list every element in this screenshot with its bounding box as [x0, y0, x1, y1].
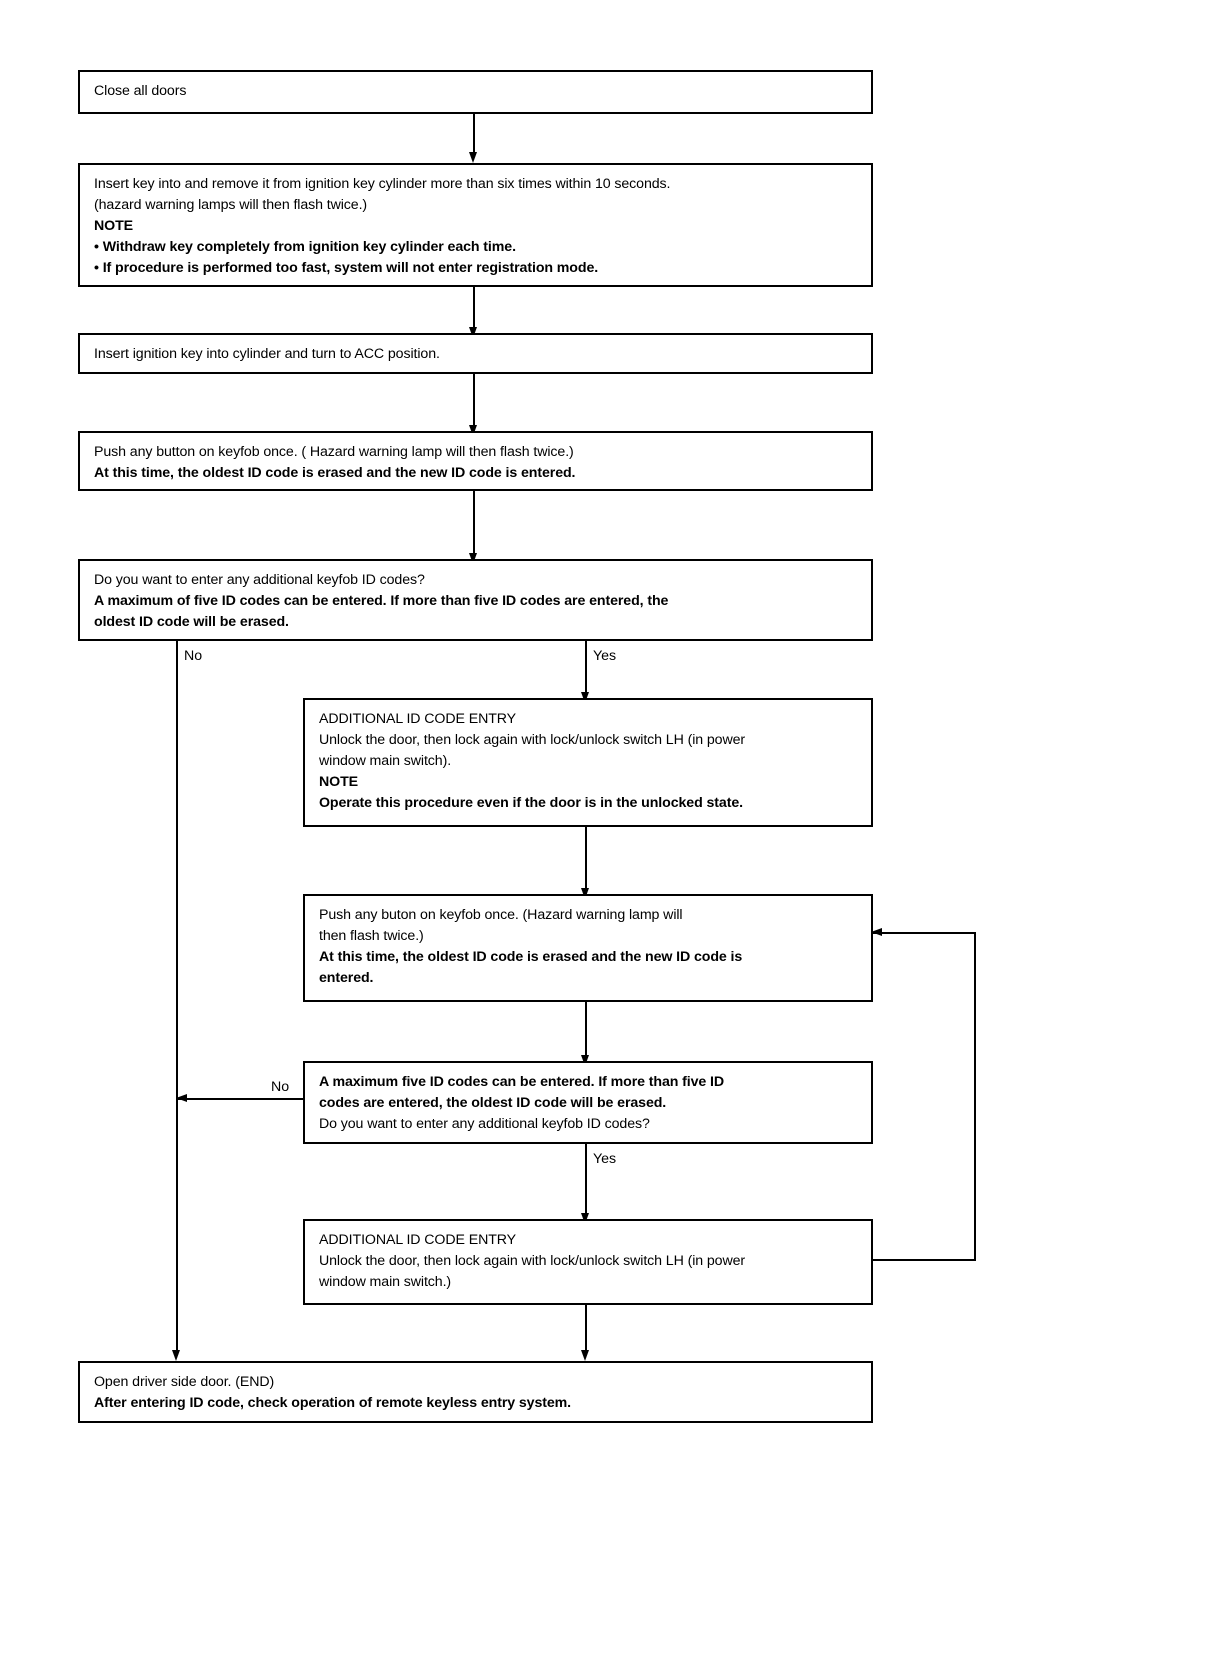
- arrowhead-down: [581, 1350, 589, 1361]
- node-line: At this time, the oldest ID code is eras…: [94, 465, 576, 481]
- node-line: oldest ID code will be erased.: [94, 614, 289, 630]
- connector-no-branch-1: [176, 641, 178, 1354]
- node-decision-additional-codes-1: Do you want to enter any additional keyf…: [78, 559, 873, 641]
- feedback-loop-horizontal-top: [873, 932, 976, 934]
- arrowhead-down: [469, 152, 477, 163]
- edge-label-yes-1: Yes: [593, 648, 617, 664]
- arrowhead-left: [871, 928, 882, 936]
- node-line: Push any button on keyfob once. ( Hazard…: [94, 444, 574, 460]
- edge-label-no-1: No: [184, 648, 203, 664]
- node-line: • If procedure is performed too fast, sy…: [94, 260, 599, 276]
- node-line: (hazard warning lamps will then flash tw…: [94, 197, 368, 213]
- node-line: Close all doors: [94, 83, 187, 99]
- arrowhead-down: [469, 553, 477, 564]
- edge-label-no-2: No: [271, 1079, 290, 1095]
- node-line: • Withdraw key completely from ignition …: [94, 239, 516, 255]
- node-additional-id-code-entry-1: ADDITIONAL ID CODE ENTRY Unlock the door…: [303, 698, 873, 827]
- node-insert-remove-key: Insert key into and remove it from ignit…: [78, 163, 873, 287]
- connector-close-doors-to-insert-key: [473, 114, 475, 155]
- arrowhead-left: [176, 1094, 187, 1102]
- arrowhead-down: [172, 1350, 180, 1361]
- connector-yes-branch-1: [585, 641, 587, 695]
- node-push-button-second: Push any buton on keyfob once. (Hazard w…: [303, 894, 873, 1002]
- node-line: codes are entered, the oldest ID code wi…: [319, 1095, 667, 1111]
- node-line: NOTE: [319, 774, 359, 790]
- node-line: window main switch.): [319, 1274, 452, 1290]
- node-line: entered.: [319, 970, 374, 986]
- arrowhead-down: [581, 1055, 589, 1066]
- connector-no-branch-2: [178, 1098, 303, 1100]
- node-line: window main switch).: [319, 753, 452, 769]
- feedback-loop-vertical: [974, 932, 976, 1261]
- node-line: then flash twice.): [319, 928, 424, 944]
- node-line: ADDITIONAL ID CODE ENTRY: [319, 711, 517, 727]
- node-line: After entering ID code, check operation …: [94, 1395, 572, 1411]
- node-line: Push any buton on keyfob once. (Hazard w…: [319, 907, 683, 923]
- connector-push-button-to-decision1: [473, 491, 475, 557]
- node-line: ADDITIONAL ID CODE ENTRY: [319, 1232, 517, 1248]
- node-decision-additional-codes-2: A maximum five ID codes can be entered. …: [303, 1061, 873, 1144]
- node-line: Unlock the door, then lock again with lo…: [319, 732, 746, 748]
- connector-entry2-to-end: [585, 1305, 587, 1355]
- node-line: NOTE: [94, 218, 134, 234]
- arrowhead-down: [469, 425, 477, 436]
- arrowhead-down: [581, 1213, 589, 1224]
- feedback-loop-horizontal-bottom: [873, 1259, 976, 1261]
- node-line: Unlock the door, then lock again with lo…: [319, 1253, 746, 1269]
- arrowhead-down: [581, 888, 589, 899]
- connector-acc-to-push-button: [473, 374, 475, 428]
- node-line: At this time, the oldest ID code is eras…: [319, 949, 743, 965]
- node-line: A maximum five ID codes can be entered. …: [319, 1074, 725, 1090]
- node-additional-id-code-entry-2: ADDITIONAL ID CODE ENTRY Unlock the door…: [303, 1219, 873, 1305]
- node-turn-to-acc: Insert ignition key into cylinder and tu…: [78, 333, 873, 374]
- connector-yes-branch-2: [585, 1144, 587, 1216]
- connector-push-button-second-to-decision2: [585, 1002, 587, 1058]
- node-line: A maximum of five ID codes can be entere…: [94, 593, 669, 609]
- node-line: Insert key into and remove it from ignit…: [94, 176, 671, 192]
- connector-entry1-to-push-button-second: [585, 827, 587, 892]
- arrowhead-down: [581, 692, 589, 703]
- node-line: Open driver side door. (END): [94, 1374, 275, 1390]
- node-line: Operate this procedure even if the door …: [319, 795, 743, 811]
- edge-label-yes-2: Yes: [593, 1151, 617, 1167]
- connector-insert-key-to-acc: [473, 287, 475, 330]
- arrowhead-down: [469, 327, 477, 338]
- node-close-all-doors: Close all doors: [78, 70, 873, 114]
- node-push-button-first: Push any button on keyfob once. ( Hazard…: [78, 431, 873, 491]
- node-line: Do you want to enter any additional keyf…: [94, 572, 425, 588]
- node-line: Do you want to enter any additional keyf…: [319, 1116, 650, 1132]
- node-line: Insert ignition key into cylinder and tu…: [94, 346, 440, 362]
- node-end-open-driver-door: Open driver side door. (END) After enter…: [78, 1361, 873, 1423]
